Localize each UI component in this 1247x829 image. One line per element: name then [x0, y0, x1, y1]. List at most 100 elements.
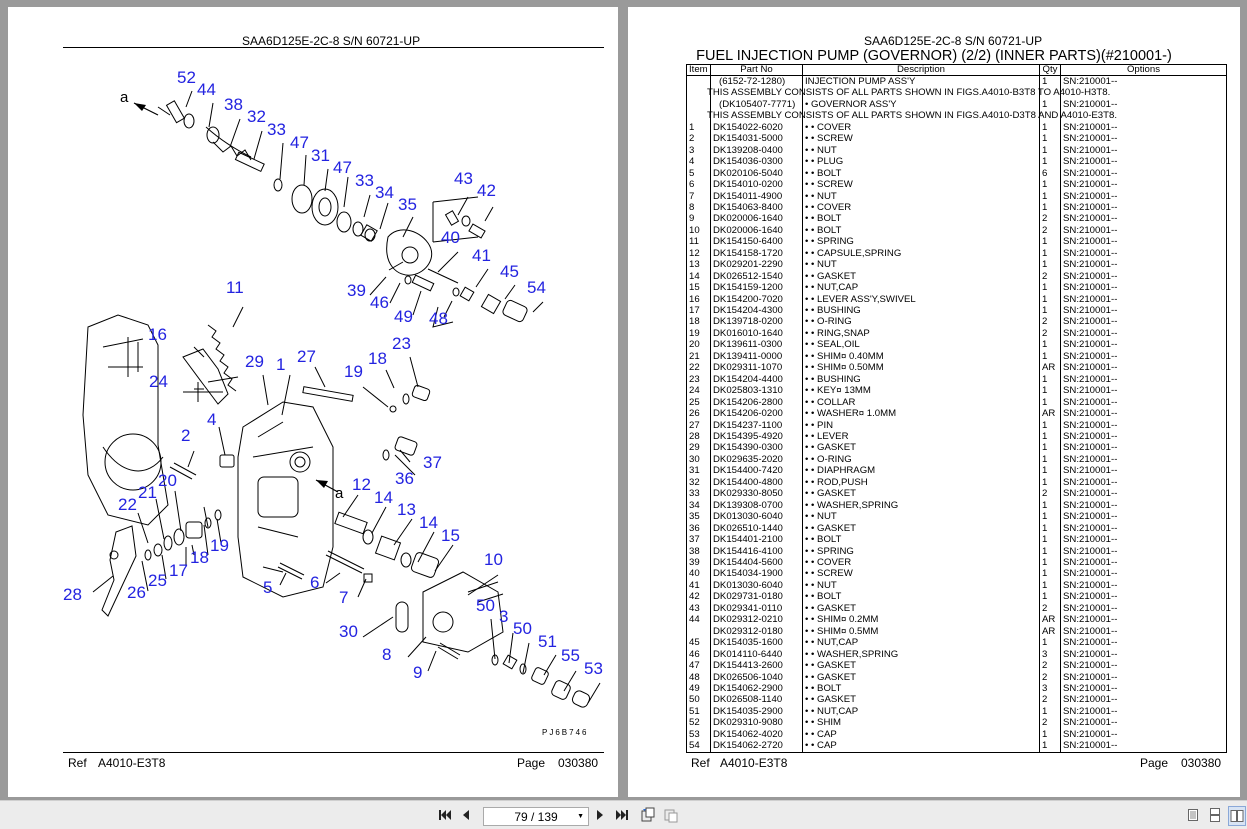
description-cell: • • COVER	[802, 557, 1040, 569]
options-cell: SN:210001--	[1060, 316, 1227, 328]
options-cell: SN:210001--	[1060, 362, 1227, 374]
options-cell: SN:210001--	[1060, 247, 1227, 260]
qty-cell: 1	[1039, 476, 1061, 489]
qty-cell: 1	[1039, 465, 1061, 477]
options-cell: SN:210001--	[1060, 213, 1227, 225]
description-cell: • • SHIM¤ 0.50MM	[802, 362, 1040, 374]
options-cell: SN:210001--	[1060, 499, 1227, 512]
copy-icon[interactable]	[662, 806, 680, 824]
item-cell: 29	[686, 442, 711, 454]
col-header-qty: Qty	[1039, 64, 1061, 76]
item-cell: 15	[686, 282, 711, 294]
description-cell: • • NUT	[802, 190, 1040, 202]
qty-cell: 2	[1039, 717, 1061, 729]
chevron-down-icon: ▼	[577, 813, 584, 820]
callout-54: 54	[527, 278, 546, 297]
qty-cell: 1	[1039, 75, 1061, 88]
options-cell: SN:210001--	[1060, 534, 1227, 546]
qty-cell: AR	[1039, 614, 1061, 626]
item-cell: 43	[686, 602, 711, 615]
item-cell: 34	[686, 499, 711, 512]
continuous-icon[interactable]	[1208, 806, 1222, 824]
qty-cell: 1	[1039, 453, 1061, 466]
part-no-cell: DK154063-8400	[710, 201, 803, 214]
options-cell: SN:210001--	[1060, 167, 1227, 180]
description-cell: • • DIAPHRAGM	[802, 465, 1040, 477]
part-no-cell: DK154206-0200	[710, 408, 803, 420]
callout-53: 53	[584, 659, 603, 678]
description-cell: • • CAP	[802, 740, 1040, 753]
single-page-icon[interactable]	[1186, 806, 1200, 824]
description-cell: • • PLUG	[802, 156, 1040, 168]
callout-9: 9	[413, 663, 423, 682]
callout-21: 21	[138, 483, 157, 502]
qty-cell: 1	[1039, 373, 1061, 386]
item-cell: 30	[686, 453, 711, 466]
description-cell: • • SCREW	[802, 179, 1040, 191]
description-cell: • • COLLAR	[802, 396, 1040, 409]
callout-22: 22	[118, 495, 137, 514]
options-cell: SN:210001--	[1060, 98, 1227, 111]
description-cell: • • GASKET	[802, 660, 1040, 672]
options-cell: SN:210001--	[1060, 133, 1227, 145]
part-no-cell: DK154204-4400	[710, 373, 803, 386]
description-cell: • • CAPSULE,SPRING	[802, 247, 1040, 260]
rotate-icon[interactable]	[639, 806, 657, 824]
options-cell: SN:210001--	[1060, 339, 1227, 351]
options-cell: SN:210001--	[1060, 327, 1227, 340]
right-footer-ref-value: A4010-E3T8	[720, 756, 788, 770]
options-cell: SN:210001--	[1060, 694, 1227, 706]
page-number-select[interactable]: 79 / 139 ▼	[483, 807, 589, 826]
qty-cell: 1	[1039, 259, 1061, 271]
options-cell: SN:210001--	[1060, 396, 1227, 409]
qty-cell: 1	[1039, 293, 1061, 306]
callout-18b: 18	[190, 548, 209, 567]
part-no-cell: DK154400-4800	[710, 476, 803, 489]
assembly-note-row: THIS ASSEMBLY CONSISTS OF ALL PARTS SHOW…	[686, 110, 1227, 122]
qty-cell: 1	[1039, 591, 1061, 603]
part-no-cell: DK029330-8050	[710, 488, 803, 500]
part-no-cell: DK154035-1600	[710, 637, 803, 649]
next-page-icon[interactable]	[593, 806, 607, 824]
item-cell: 45	[686, 637, 711, 649]
options-cell: SN:210001--	[1060, 660, 1227, 672]
callout-46: 46	[370, 293, 389, 312]
item-cell: 10	[686, 224, 711, 237]
callout-4: 4	[207, 410, 217, 429]
callout-16: 16	[148, 325, 167, 344]
two-page-icon[interactable]	[1228, 806, 1246, 826]
callout-7: 7	[339, 588, 349, 607]
description-cell: • GOVERNOR ASS'Y	[802, 98, 1040, 111]
part-no-cell: DK154416-4100	[710, 545, 803, 557]
item-cell	[686, 98, 711, 111]
item-cell: 20	[686, 339, 711, 351]
item-cell: 41	[686, 579, 711, 592]
part-no-cell: DK029201-2290	[710, 259, 803, 271]
item-cell: 49	[686, 682, 711, 695]
callout-36: 36	[395, 469, 414, 488]
item-cell: 38	[686, 545, 711, 557]
last-page-icon[interactable]	[614, 806, 630, 824]
item-cell: 23	[686, 373, 711, 386]
qty-cell: 2	[1039, 224, 1061, 237]
item-cell	[686, 75, 711, 88]
first-page-icon[interactable]	[437, 806, 453, 824]
callout-50b: 50	[513, 619, 532, 638]
assembly-note-row: THIS ASSEMBLY CONSISTS OF ALL PARTS SHOW…	[686, 87, 1227, 99]
note-cell: THIS ASSEMBLY CONSISTS OF ALL PARTS SHOW…	[686, 110, 1117, 122]
prev-page-icon[interactable]	[459, 806, 473, 824]
